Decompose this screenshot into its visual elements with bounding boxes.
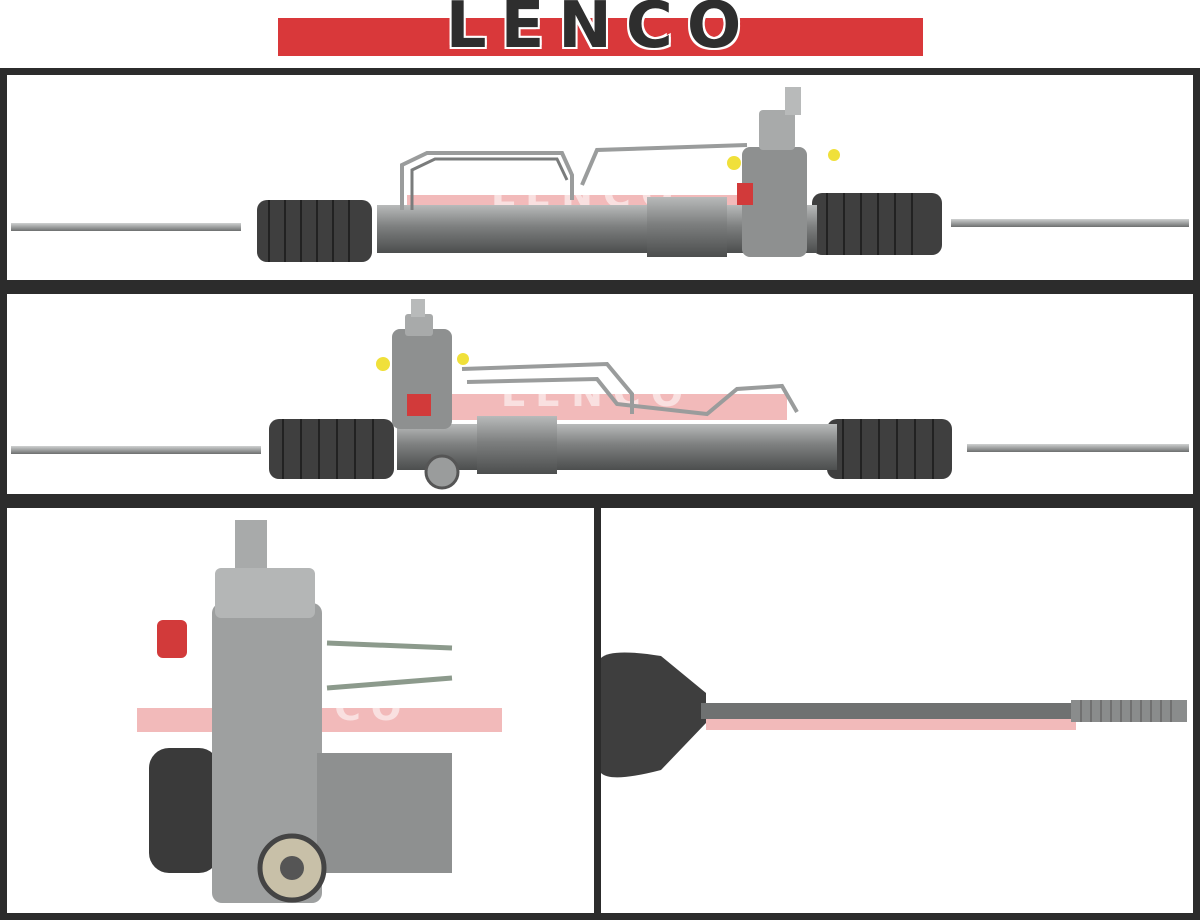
rack-rear-photo: LENCO	[11, 299, 1189, 490]
tie-rod-closeup-panel: LENCO	[594, 501, 1200, 920]
rack-view-front-panel: LENCO	[0, 68, 1200, 287]
valve-closeup-photo: LENCO	[137, 520, 502, 903]
logo-red-bar	[278, 18, 923, 56]
valve-housing-closeup-panel: LENCO	[0, 501, 601, 920]
brand-logo: LENCO	[445, 0, 756, 63]
rack-view-rear-panel: LENCO	[0, 287, 1200, 501]
tie-rod-closeup-photo: LENCO	[601, 652, 1187, 778]
rack-front-photo: LENCO	[11, 87, 1189, 262]
